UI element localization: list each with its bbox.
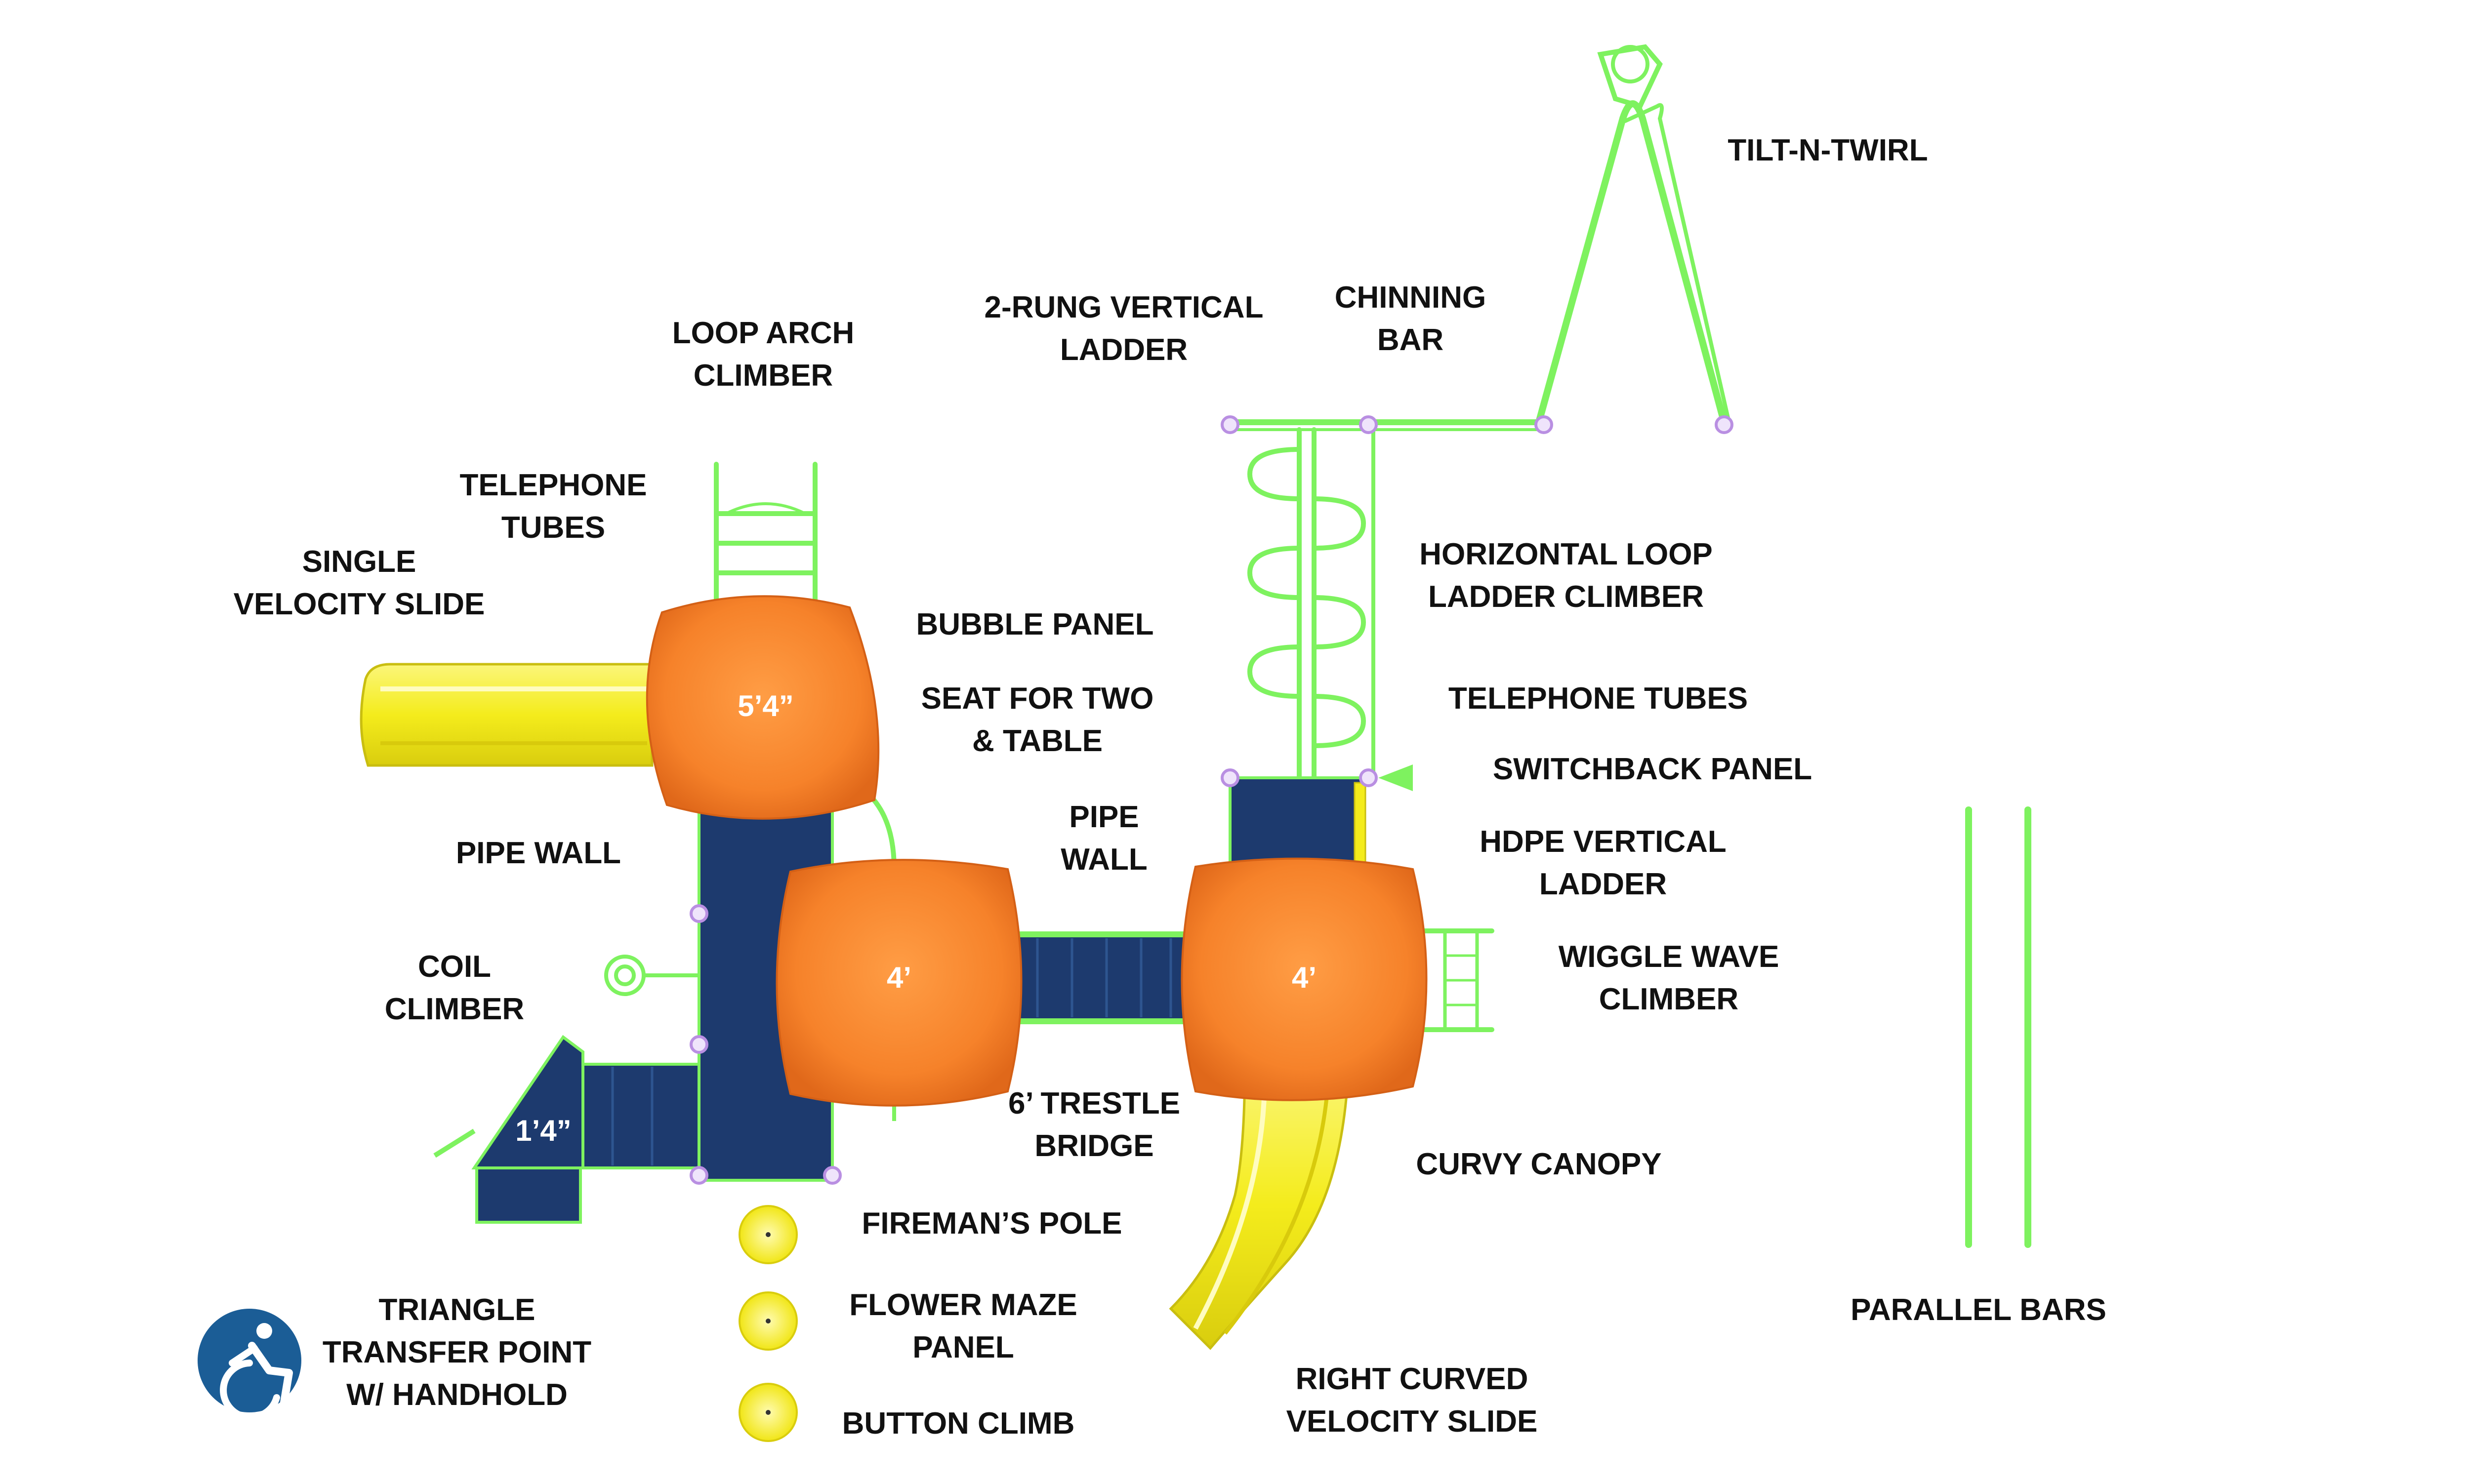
roof-right: 4’	[1181, 857, 1428, 1101]
wheelchair-accessibility-icon	[198, 1309, 301, 1421]
label-firemans-pole: FIREMAN’S POLE	[862, 1206, 1122, 1241]
label-tilt-n-twirl: TILT-N-TWIRL	[1728, 133, 1928, 167]
label-parallel-bars: PARALLEL BARS	[1851, 1293, 2106, 1327]
telephone-tubes-right	[1378, 764, 1413, 791]
label-flower-maze-panel: FLOWER MAZE PANEL	[849, 1288, 1077, 1364]
label-curvy-canopy: CURVY CANOPY	[1416, 1147, 1662, 1181]
trestle-bridge	[1006, 934, 1197, 1021]
label-wiggle-wave-climber: WIGGLE WAVE CLIMBER	[1558, 940, 1779, 1016]
transfer-step	[475, 1164, 582, 1224]
transfer-platform	[576, 1063, 700, 1169]
deck-height-center: 4’	[887, 961, 911, 994]
firemans-pole-icon	[739, 1205, 798, 1264]
right-curved-velocity-slide	[1169, 1060, 1350, 1350]
tilt-n-twirl	[1535, 44, 1731, 426]
label-coil-climber: COIL CLIMBER	[384, 950, 525, 1026]
horizontal-loop-ladder-climber	[1247, 427, 1375, 780]
label-telephone-tubes-left: TELEPHONE TUBES	[459, 468, 647, 545]
deck-height-transfer: 1’4”	[515, 1114, 571, 1147]
wiggle-wave-climber	[1410, 928, 1494, 1032]
label-pipe-wall-left: PIPE WALL	[455, 836, 621, 870]
label-telephone-tubes-right: TELEPHONE TUBES	[1448, 682, 1748, 716]
label-6ft-trestle-bridge: 6’ TRESTLE BRIDGE	[1008, 1086, 1180, 1163]
label-pipe-wall-center: PIPE WALL	[1061, 800, 1148, 877]
single-velocity-slide	[360, 663, 654, 767]
connector-clamps	[690, 415, 1733, 1185]
label-hdpe-vertical-ladder: HDPE VERTICAL LADDER	[1480, 825, 1727, 901]
chinning-bar	[1227, 419, 1544, 431]
label-horizontal-loop-ladder-climber: HORIZONTAL LOOP LADDER CLIMBER	[1419, 537, 1713, 614]
button-climb-icon	[739, 1383, 798, 1442]
label-single-velocity-slide: SINGLE VELOCITY SLIDE	[233, 545, 485, 621]
transfer-triangle	[471, 1035, 584, 1169]
flower-maze-panel-icon	[739, 1291, 798, 1351]
roof-top-left: 5’4”	[646, 595, 880, 820]
label-switchback-panel: SWITCHBACK PANEL	[1492, 752, 1812, 786]
label-loop-arch-climber: LOOP ARCH CLIMBER	[672, 316, 855, 393]
label-seat-for-two-table: SEAT FOR TWO & TABLE	[921, 682, 1154, 758]
deck-height-top-left: 5’4”	[738, 689, 793, 722]
loop-arch-climber	[714, 462, 818, 610]
label-bubble-panel: BUBBLE PANEL	[916, 607, 1154, 642]
label-chinning-bar: CHINNING BAR	[1334, 281, 1486, 357]
parallel-bars	[1965, 806, 2031, 1248]
label-2-rung-vertical-ladder: 2-RUNG VERTICAL LADDER	[984, 290, 1264, 367]
label-triangle-transfer-point: TRIANGLE TRANSFER POINT W/ HANDHOLD	[322, 1293, 592, 1412]
coil-climber	[604, 955, 699, 996]
label-right-curved-velocity-slide: RIGHT CURVED VELOCITY SLIDE	[1286, 1362, 1538, 1439]
deck-height-right: 4’	[1292, 961, 1317, 994]
roof-center: 4’	[776, 859, 1023, 1107]
label-button-climb: BUTTON CLIMB	[842, 1406, 1075, 1441]
